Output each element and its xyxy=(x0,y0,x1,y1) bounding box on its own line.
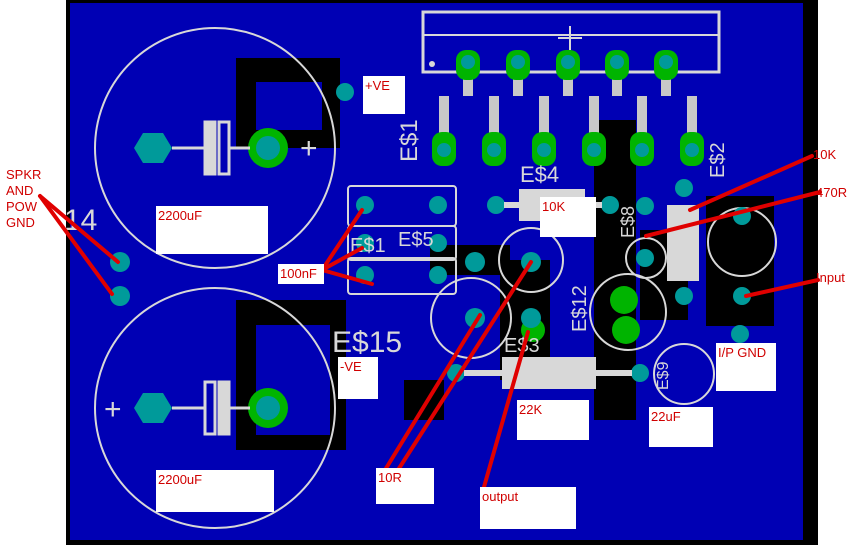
ip-gnd-label: I/P GND xyxy=(718,345,767,360)
silk-es1-label: E$1 xyxy=(396,119,423,162)
k470-label: 470R xyxy=(816,185,848,200)
r10-label: 10R xyxy=(378,470,402,485)
spkr-label-line3: POW xyxy=(6,199,38,214)
annotation-lines xyxy=(38,154,822,489)
input-label: Input xyxy=(816,270,845,285)
cap-top-box: 2200uF xyxy=(156,206,268,254)
silk-plus-top: + xyxy=(300,132,318,165)
k10-box: 10K xyxy=(540,197,596,237)
silk-es3-label: E$3 xyxy=(504,335,540,357)
k22-label: 22K xyxy=(519,402,543,417)
output-label: output xyxy=(482,489,519,504)
ip-gnd-box: I/P GND xyxy=(716,343,776,391)
plus-ve-label: +VE xyxy=(365,78,390,93)
green-pads xyxy=(248,50,704,428)
nf100-box: 100nF xyxy=(278,264,324,284)
silk-es5-label: E$5 xyxy=(398,229,434,251)
spkr-label-line1: SPKR xyxy=(6,167,42,182)
k10-box-label: 10K xyxy=(542,199,566,214)
silk-es4-label: E$4 xyxy=(520,162,559,187)
silk-es12-label: E$12 xyxy=(569,285,591,332)
nf100-label: 100nF xyxy=(280,266,317,281)
k10-right-label: 10K xyxy=(813,147,837,162)
silk-es9-label: E$9 xyxy=(655,361,672,390)
spkr-label-line4: GND xyxy=(6,215,35,230)
silk-es15-label: E$15 xyxy=(332,326,402,359)
cap-top-label: 2200uF xyxy=(158,208,203,223)
minus-ve-label: -VE xyxy=(340,359,362,374)
output-box: output xyxy=(480,487,576,529)
minus-ve-box: -VE xyxy=(338,357,378,399)
silk-plus-bottom: + xyxy=(104,393,122,426)
cap-bottom-label: 2200uF xyxy=(158,472,203,487)
silk-es2-label: E$2 xyxy=(707,142,729,178)
k22-box: 22K xyxy=(517,400,589,440)
spkr-label-line2: AND xyxy=(6,183,34,198)
silk-es8-label: E$8 xyxy=(618,206,638,238)
cap-bottom-box: 2200uF xyxy=(156,470,274,512)
uf22-box: 22uF xyxy=(649,407,713,447)
cap-symbols xyxy=(172,120,250,436)
r10-box: 10R xyxy=(376,468,434,504)
plus-ve-box: +VE xyxy=(363,76,405,114)
uf22-label: 22uF xyxy=(651,409,681,424)
